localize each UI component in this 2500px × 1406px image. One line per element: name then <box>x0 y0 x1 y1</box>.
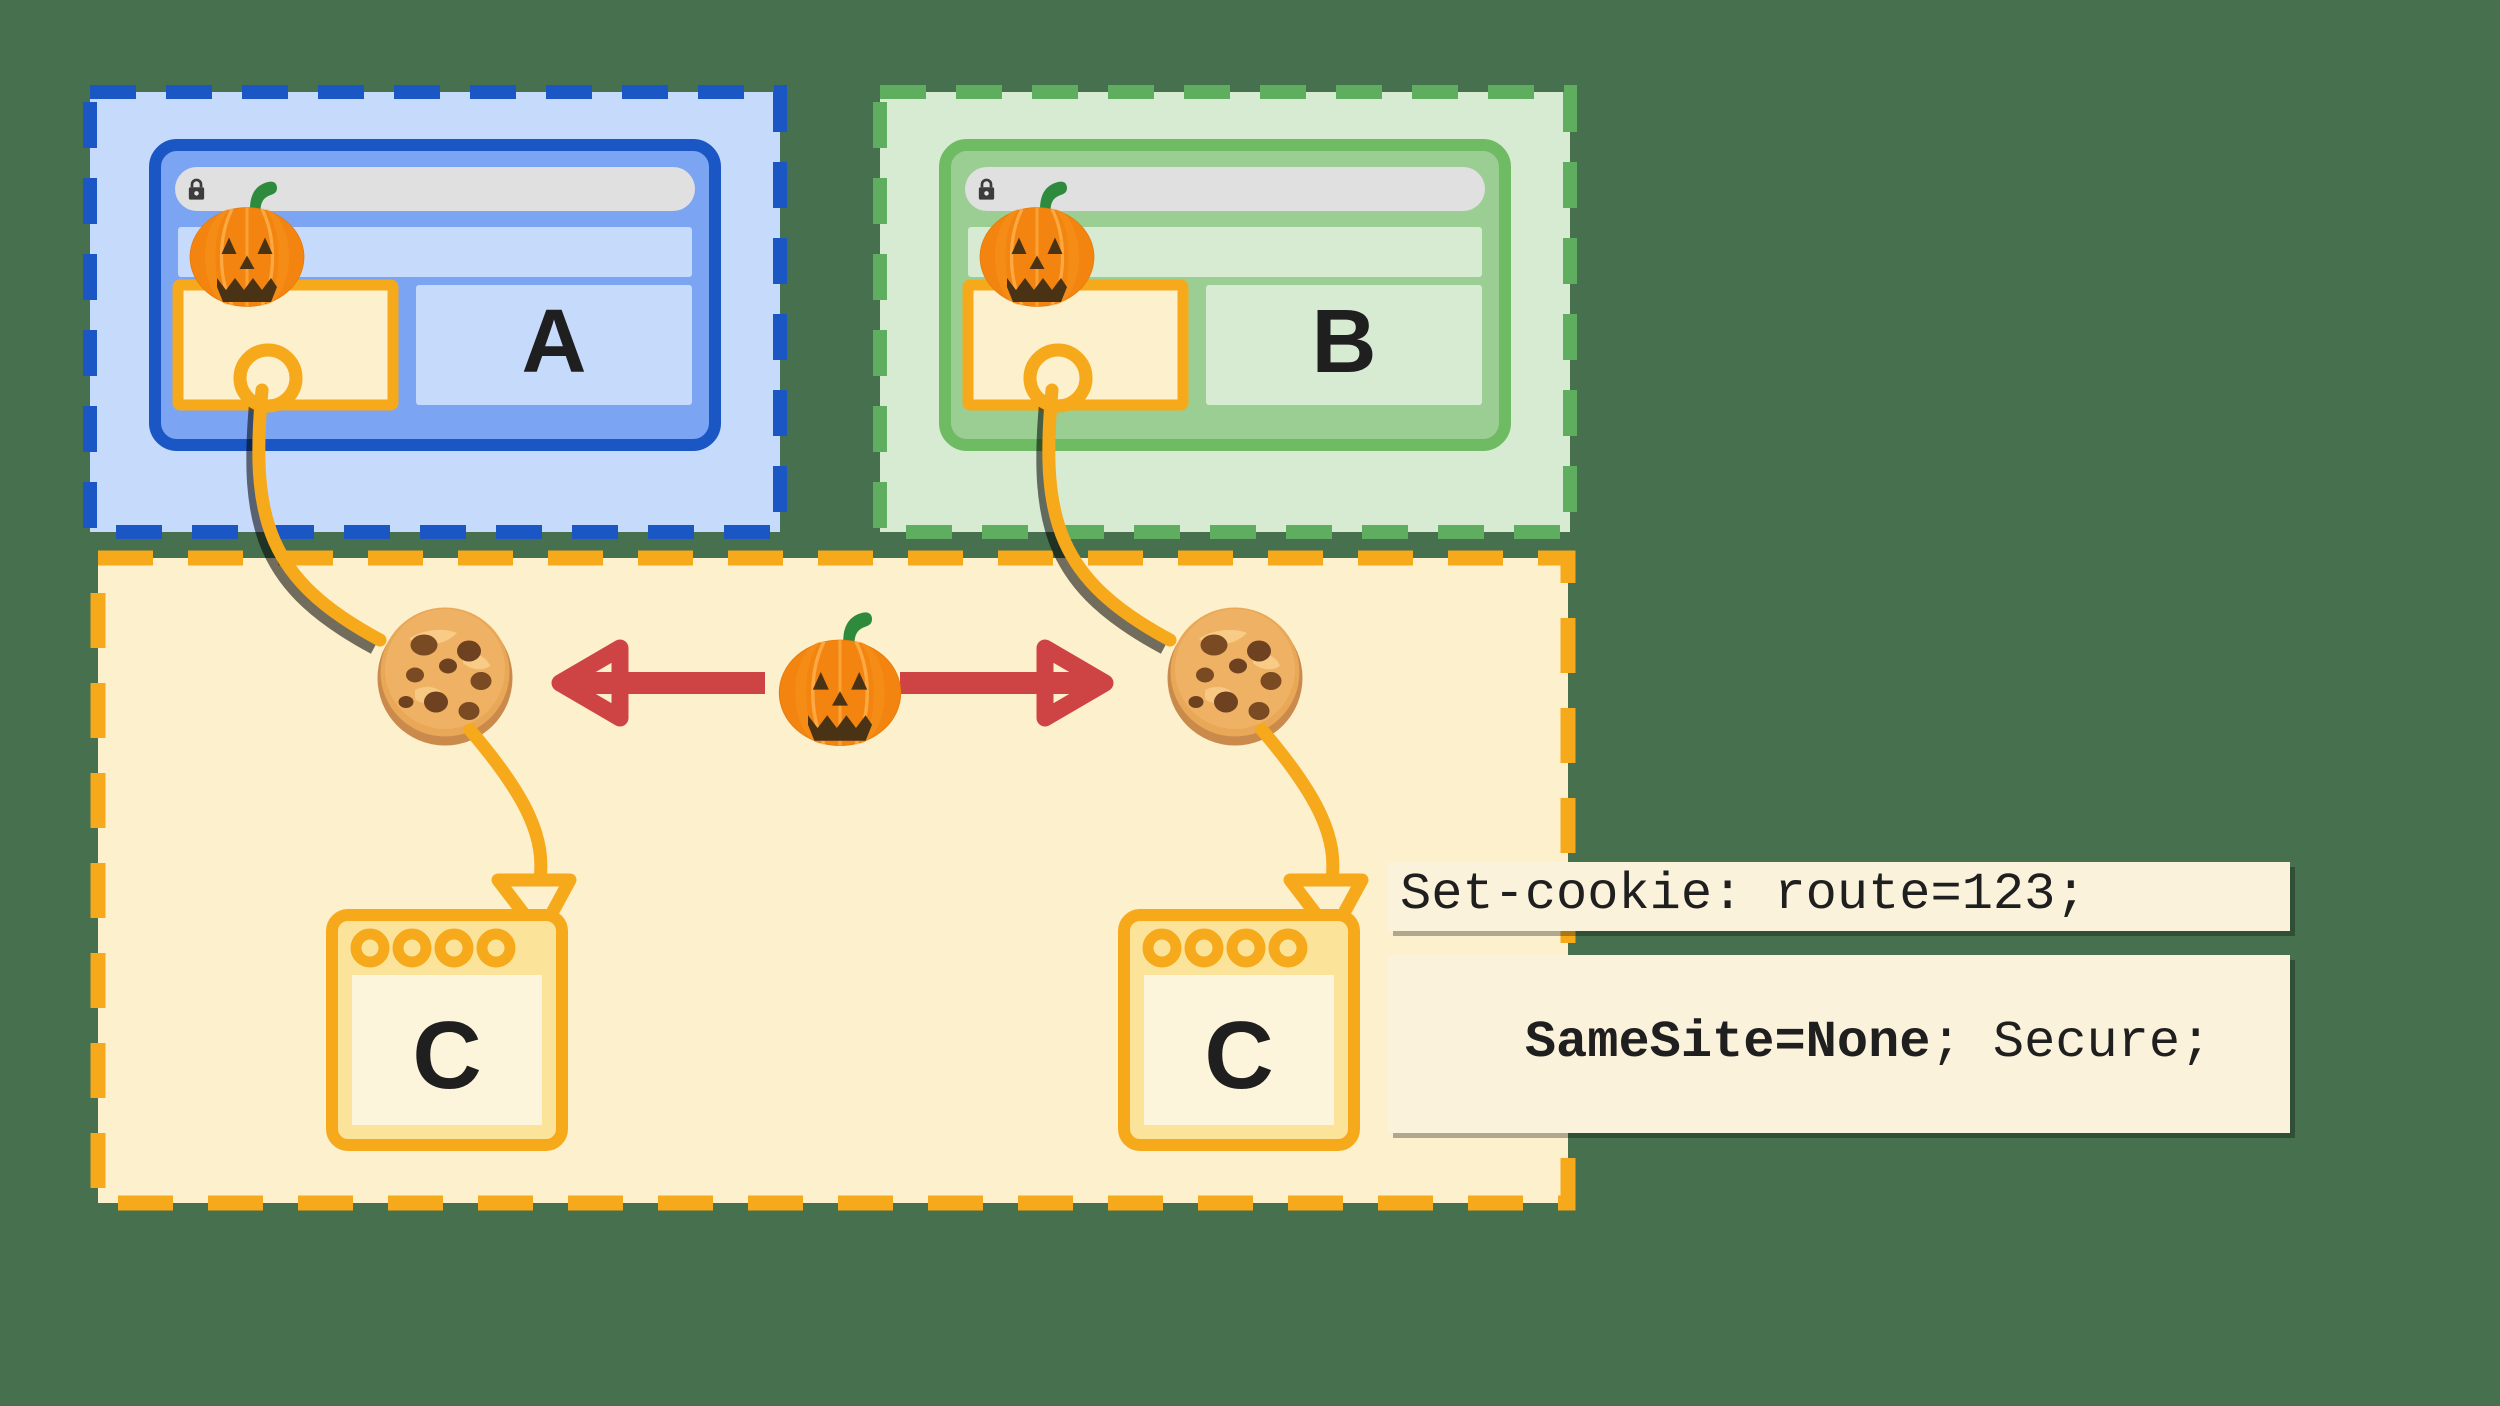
site-a-embed-frame <box>172 279 399 411</box>
connector-cookie-to-server-right <box>1255 723 1369 942</box>
samesite-none-token: SameSite=None <box>1524 1012 1931 1072</box>
site-a-address-bar <box>175 167 695 211</box>
site-b-label: B <box>1312 292 1377 392</box>
site-b-embed-frame <box>962 279 1189 411</box>
server-c-left: C <box>326 909 568 1151</box>
connector-cookie-to-server-left <box>463 723 577 942</box>
site-b-toolbar-row <box>968 227 1482 277</box>
arrowhead-right <box>1283 873 1369 942</box>
connector-origin-ring-a <box>233 343 303 413</box>
connector-origin-ring-b <box>1023 343 1093 413</box>
site-b-content-panel <box>1206 285 1482 405</box>
site-b-address-bar <box>965 167 1485 211</box>
connector-b-to-cookie <box>1023 343 1177 654</box>
server-c-right: C <box>1118 909 1360 1151</box>
cookie-icon <box>377 607 513 746</box>
server-c-left-label: C <box>412 1002 481 1109</box>
arrowhead-left <box>491 873 577 942</box>
secure-token: ; Secure; <box>1930 1012 2212 1072</box>
site-a-label: A <box>522 292 587 392</box>
site-a-content-panel <box>416 285 692 405</box>
set-cookie-line-2: SameSite=None; Secure; <box>1388 955 2290 1133</box>
server-c-right-label: C <box>1204 1002 1273 1109</box>
cookie-icon <box>1167 607 1303 746</box>
site-a-toolbar-row <box>178 227 692 277</box>
connector-a-to-cookie <box>233 343 387 654</box>
double-headed-arrow-icon <box>551 639 1114 727</box>
set-cookie-line-1: Set-cookie: route=123; <box>1388 862 2290 931</box>
